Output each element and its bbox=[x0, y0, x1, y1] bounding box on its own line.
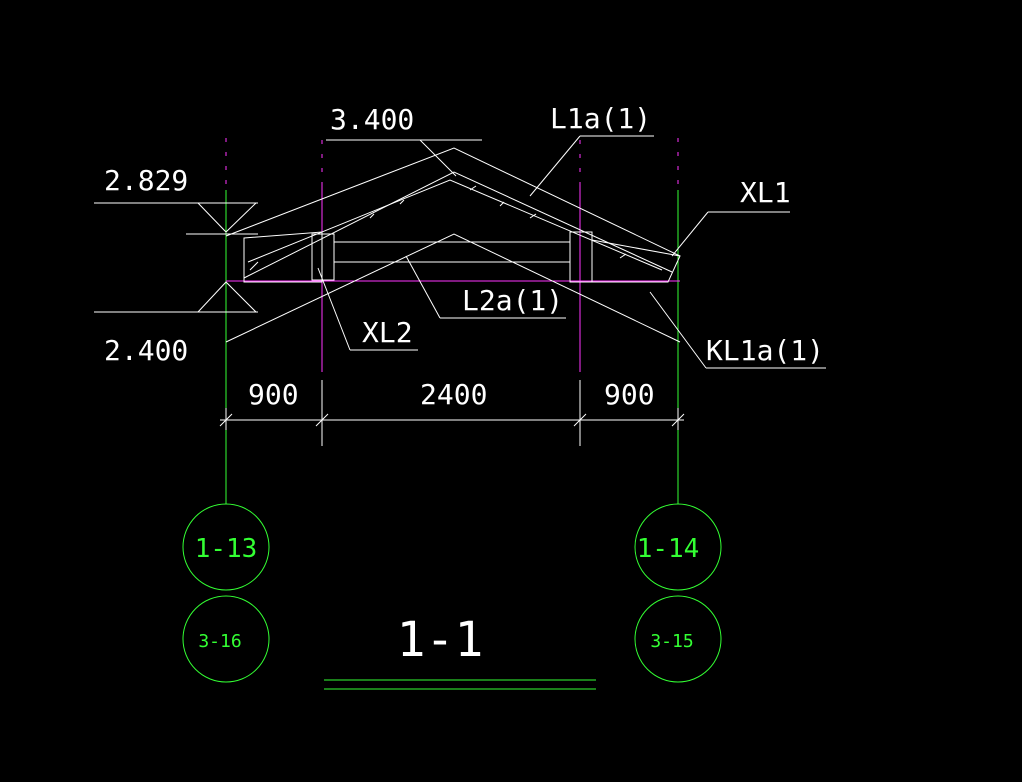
axis-bubbles: 1-13 3-16 1-14 3-15 bbox=[182, 503, 722, 683]
elev-3400-label: 3.400 bbox=[330, 103, 414, 136]
dim-label-left: 900 bbox=[248, 378, 299, 411]
elev-2829-label: 2.829 bbox=[104, 164, 188, 197]
axis-label-right-top: 1-14 bbox=[637, 534, 700, 564]
elev-2829-triangle bbox=[197, 202, 257, 233]
leader-l2a bbox=[405, 255, 441, 319]
elevation-marks: 2.829 2.400 3.400 bbox=[94, 103, 414, 367]
elev-2400-label: 2.400 bbox=[104, 334, 188, 367]
axis-bubble-left-bottom bbox=[182, 595, 270, 683]
leader-xl2 bbox=[317, 267, 351, 351]
label-l1a: L1a(1) bbox=[550, 102, 651, 135]
label-l2a: L2a(1) bbox=[462, 284, 563, 317]
dim-tick-4 bbox=[671, 413, 685, 427]
member-labels: L1a(1) XL1 XL2 L2a(1) KL1a(1) bbox=[317, 102, 826, 369]
section-title-block: 1-1 bbox=[324, 612, 596, 690]
label-xl2: XL2 bbox=[362, 316, 413, 349]
ridge-leader bbox=[419, 139, 457, 177]
leader-kl1a bbox=[649, 291, 707, 369]
column-cap-left bbox=[311, 233, 335, 281]
dim-label-middle: 2400 bbox=[420, 378, 487, 411]
label-kl1a: KL1a(1) bbox=[706, 334, 824, 367]
axis-label-right-bottom: 3-15 bbox=[650, 631, 693, 652]
dim-tick-1 bbox=[219, 413, 233, 427]
dimension-chain: 900 2400 900 bbox=[219, 378, 685, 446]
dim-tick-2 bbox=[315, 413, 329, 427]
leader-xl1 bbox=[671, 211, 709, 257]
roof-section bbox=[225, 139, 681, 343]
leader-l1a bbox=[529, 135, 581, 197]
axis-label-left-bottom: 3-16 bbox=[198, 631, 241, 652]
section-title: 1-1 bbox=[397, 612, 484, 668]
eave-block-left bbox=[243, 231, 323, 283]
axis-lines bbox=[225, 138, 679, 504]
eave-block-right bbox=[591, 239, 681, 283]
column-cap-right bbox=[569, 231, 593, 283]
axis-bubble-right-top bbox=[634, 503, 722, 591]
roof-hatch bbox=[249, 185, 627, 271]
axis-bubble-left-top bbox=[182, 503, 270, 591]
column-lines bbox=[226, 140, 680, 372]
label-xl1: XL1 bbox=[740, 176, 791, 209]
roof-inner-slope bbox=[243, 171, 673, 279]
dim-label-right: 900 bbox=[604, 378, 655, 411]
axis-label-left-top: 1-13 bbox=[195, 534, 258, 564]
dim-tick-3 bbox=[573, 413, 587, 427]
roof-outer-slope bbox=[225, 147, 681, 257]
elev-2400-triangle bbox=[197, 281, 257, 313]
roof-slab-bottom bbox=[247, 179, 663, 271]
axis-bubble-right-bottom bbox=[634, 595, 722, 683]
ceiling-slope bbox=[225, 233, 681, 343]
